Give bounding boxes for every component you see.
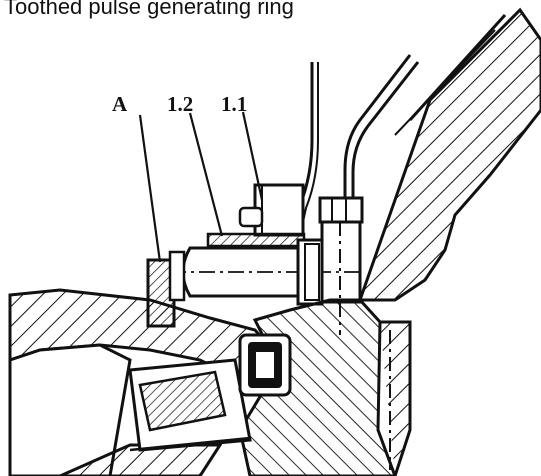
shaft <box>170 238 360 306</box>
figure-title: Toothed pulse generating ring <box>4 0 294 19</box>
leader-lines <box>138 111 264 263</box>
label-a: A <box>112 92 128 116</box>
seal-ring <box>238 333 292 397</box>
sensor-bracket <box>238 183 305 237</box>
label-1-2: 1.2 <box>167 92 193 116</box>
sensor-cable <box>343 54 420 205</box>
housing-wall <box>357 7 541 302</box>
sensor-connector <box>318 196 364 335</box>
tapered-bearing <box>128 358 252 452</box>
label-1-1: 1.1 <box>221 92 247 116</box>
